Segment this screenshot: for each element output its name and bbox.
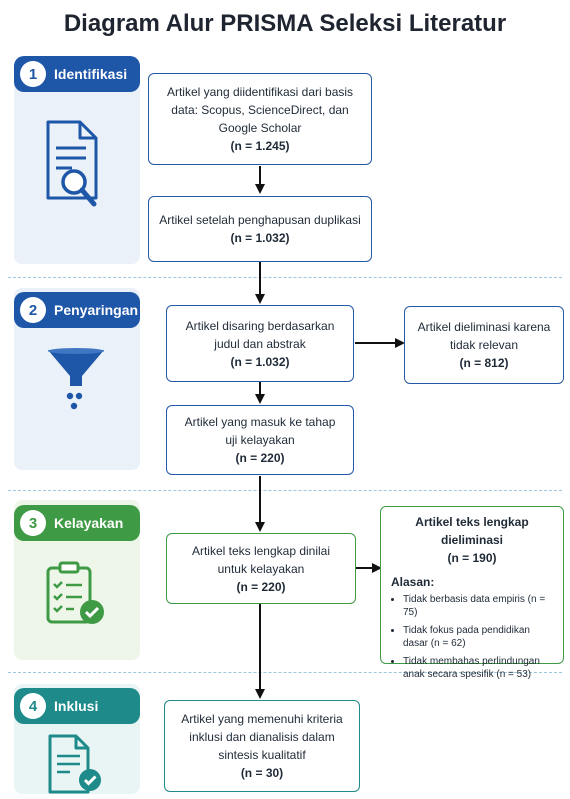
box-text: Artikel teks lengkap dieliminasi: [415, 515, 529, 547]
box-text: Artikel yang memenuhi kriteria inklusi d…: [181, 712, 343, 762]
stage-pill-inklusi: 4 Inklusi: [14, 688, 140, 724]
box-dedup: Artikel setelah penghapusan duplikasi (n…: [148, 196, 372, 262]
document-search-icon: [46, 120, 98, 207]
stage-number: 1: [20, 61, 46, 87]
box-fulltext: Artikel teks lengkap dinilai untuk kelay…: [166, 533, 356, 604]
box-included: Artikel yang memenuhi kriteria inklusi d…: [164, 700, 360, 792]
stage-pill-identifikasi: 1 Identifikasi: [14, 56, 140, 92]
box-text: Artikel yang diidentifikasi dari basis d…: [166, 85, 354, 135]
box-text: Artikel dieliminasi karena tidak relevan: [417, 320, 551, 352]
box-count: (n = 812): [459, 356, 509, 370]
diagram-title: Diagram Alur PRISMA Seleksi Literatur: [63, 10, 507, 37]
stage-divider: [8, 277, 562, 278]
document-check-icon: [48, 734, 101, 794]
stage-label: Kelayakan: [54, 515, 124, 531]
list-item: Tidak berbasis data empiris (n = 75): [403, 593, 553, 619]
stage-divider: [8, 490, 562, 491]
stage-label: Penyaringan: [54, 302, 139, 318]
stage-pill-penyaringan: 2 Penyaringan: [14, 292, 140, 328]
list-item: Tidak membahas perlindungan anak secara …: [403, 655, 553, 681]
stage-label: Identifikasi: [54, 66, 128, 82]
box-count: (n = 1.032): [230, 354, 290, 369]
box-excluded-fulltext: Artikel teks lengkap dieliminasi (n = 19…: [380, 506, 564, 680]
box-text: Artikel setelah penghapusan duplikasi: [159, 213, 361, 227]
stage-panel-identifikasi: [14, 64, 140, 264]
reasons-list: Tidak berbasis data empiris (n = 75) Tid…: [391, 593, 553, 686]
reasons-label: Alasan:: [391, 575, 435, 589]
stage-number: 2: [20, 297, 46, 323]
box-text: Artikel disaring berdasarkan judul dan a…: [185, 318, 335, 351]
box-count: (n = 1.245): [230, 139, 290, 153]
stage-pill-kelayakan: 3 Kelayakan: [14, 505, 140, 541]
box-count: (n = 30): [240, 766, 284, 780]
box-identified: Artikel yang diidentifikasi dari basis d…: [148, 73, 372, 165]
box-count: (n = 1.032): [230, 231, 290, 245]
stage-number: 4: [20, 693, 46, 719]
box-count: (n = 190): [447, 551, 497, 565]
stage-number: 3: [20, 510, 46, 536]
box-text: Artikel teks lengkap dinilai untuk kelay…: [191, 543, 331, 576]
stage-divider: [8, 672, 562, 673]
box-count: (n = 220): [235, 451, 285, 465]
box-text: Artikel yang masuk ke tahap uji kelayaka…: [184, 415, 336, 447]
box-excluded-screen: Artikel dieliminasi karena tidak relevan…: [404, 306, 564, 384]
box-screened: Artikel disaring berdasarkan judul dan a…: [166, 305, 354, 382]
box-count: (n = 220): [236, 579, 286, 594]
funnel-icon: [48, 348, 104, 410]
stage-label: Inklusi: [54, 698, 99, 714]
clipboard-check-icon: [46, 561, 104, 624]
box-eligibility-in: Artikel yang masuk ke tahap uji kelayaka…: [166, 405, 354, 475]
list-item: Tidak fokus pada pendidikan dasar (n = 6…: [403, 624, 553, 650]
